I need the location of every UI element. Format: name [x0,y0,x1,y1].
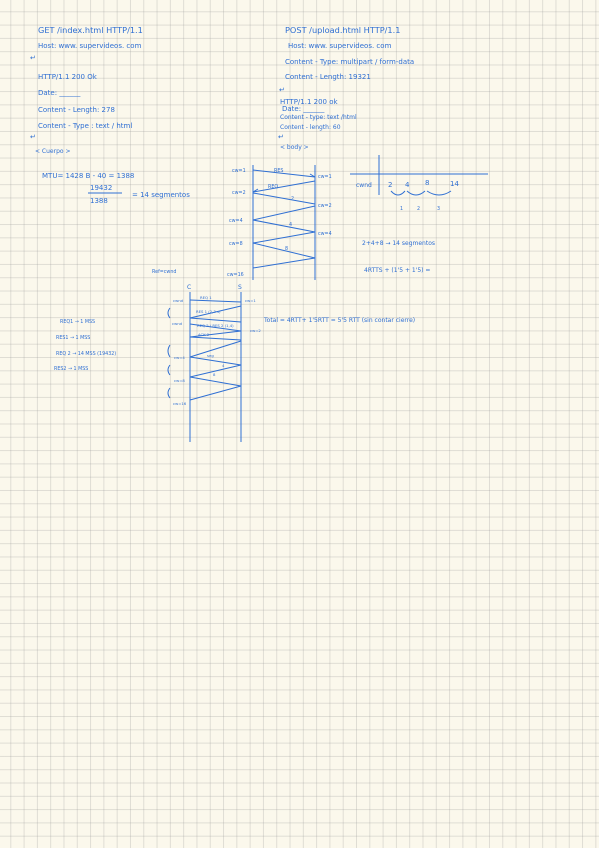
post-content-length: Content - Length: 19321 [285,73,371,81]
d2-left-label: cw=8 [174,378,185,383]
brace-marks [167,307,171,399]
sequence-diagram-2: C S cwnd cwnd cw=4 cw=8 cw=16 cw=1 cw=2 … [167,284,415,442]
cwnd-table: cwnd 2 4 8 14 1 2 3 2+4+8 → 14 segmentos… [350,155,488,274]
server-label: S [238,284,242,291]
d2-arrow-label: REQ 1 [200,295,212,300]
mtu-result: = 14 segmentos [132,191,190,199]
mtu-denominator: 1388 [90,197,108,205]
arrow [189,323,242,341]
d2-left-label: cw=4 [174,355,185,360]
arrow [189,299,242,303]
d2-arrow-label: seg [207,353,214,358]
sequence-diagram-1: cw=1 cw=2 cw=4 cw=8 cw=16 cw=1 cw=2 cw=4… [152,165,332,280]
post-date: Date: ______ [282,105,325,113]
cwnd-step-arcs [390,190,452,196]
d1-right-label: cw=1 [318,174,332,180]
cwnd-value: 2 [388,181,392,189]
d2-arrow-label: RES 1 (2,3 s) [196,309,221,314]
note: REQ 2 → 14 MSS (19432) [56,351,116,357]
arrow [189,305,242,323]
post-crlf: ↵ [279,86,285,94]
post-body-crlf: ↵ [278,133,284,141]
ref-cwnd-label: Ref=cwnd [152,269,176,275]
cwnd-index: 3 [437,206,440,212]
d1-arrow-label: 2 [291,196,294,202]
get-body-crlf: ↵ [30,133,36,141]
d1-left-label: cw=8 [229,241,243,247]
post-body: < body > [280,144,309,151]
d1-left-label: cw=2 [232,190,246,196]
get-crlf: ↵ [30,54,36,62]
d1-right-label: cw=4 [318,231,332,237]
get-request-line: GET /index.html HTTP/1.1 [38,25,143,35]
d1-left-label: cw=16 [227,272,244,278]
mtu-numerator: 19432 [90,184,112,192]
note: REQ1 → 1 MSS [60,319,95,325]
cwnd-header: cwnd [356,182,372,189]
cwnd-index: 1 [400,206,403,212]
d2-right-label: cw=2 [250,328,261,333]
d2-arrow-label: REQ 2 / RES 2 (1,4) [197,323,234,328]
post-resp-content-type: Content - type: text /html [280,114,357,121]
d1-left-label: cw=4 [229,218,243,224]
d1-arrow-label: 8 [285,246,288,252]
get-body: < Cuerpo > [35,148,71,155]
get-content-type: Content - Type : text / html [38,122,132,130]
d1-arrow-label: RES [274,168,283,174]
arrow [252,231,316,269]
post-status-line: HTTP/1.1 200 ok [280,98,338,106]
post-content-type: Content - Type: multipart / form-data [285,58,414,66]
d2-arrow-label: 8 [213,372,216,377]
arrow [252,180,316,193]
d2-right-label: cw=1 [245,298,256,303]
arrow [189,340,242,401]
cwnd-value: 8 [425,179,429,187]
d1-left-label: cw=1 [232,168,246,174]
client-label: C [187,284,191,291]
arrow [252,169,316,178]
note: RES2 → 1 MSS [54,366,88,372]
mtu-line: MTU= 1428 B - 40 = 1388 [42,172,134,180]
rtts-formula: 4RTTS + (1'5 + 1'5) = [364,267,430,274]
post-request-line: POST /upload.html HTTP/1.1 [285,25,400,35]
d2-left-label: cw=16 [173,401,187,406]
note: RES1 → 1 MSS [56,335,90,341]
arrow [252,205,316,233]
cwnd-index: 2 [417,206,420,212]
cwnd-value: 4 [405,181,410,189]
total-rtt: Total = 4RTT+ 1'5RTT = 5'5 RTT (sin cont… [263,317,415,324]
segments-sum: 2+4+8 → 14 segmentos [362,240,435,247]
post-host: Host: www. supervideos. com [288,42,392,50]
d2-arrow-label: 4 [222,363,225,368]
d1-arrow-label: 4 [289,222,292,228]
post-resp-content-length: Content - length: 60 [280,124,341,131]
get-content-length: Content - Length: 278 [38,106,115,114]
get-date: Date: ______ [38,89,81,97]
d1-arrow-label: REQ [268,184,278,190]
cwnd-value: 14 [450,180,459,188]
d2-left-label: cwnd [172,321,183,326]
arrow [252,192,316,205]
get-status-line: HTTP/1.1 200 Ok [38,73,98,81]
d1-right-label: cw=2 [318,203,332,209]
d2-left-label: cwnd [173,298,184,303]
d2-arrow-label: ACK 2 [198,332,210,337]
get-host: Host: www. supervideos. com [38,42,142,50]
